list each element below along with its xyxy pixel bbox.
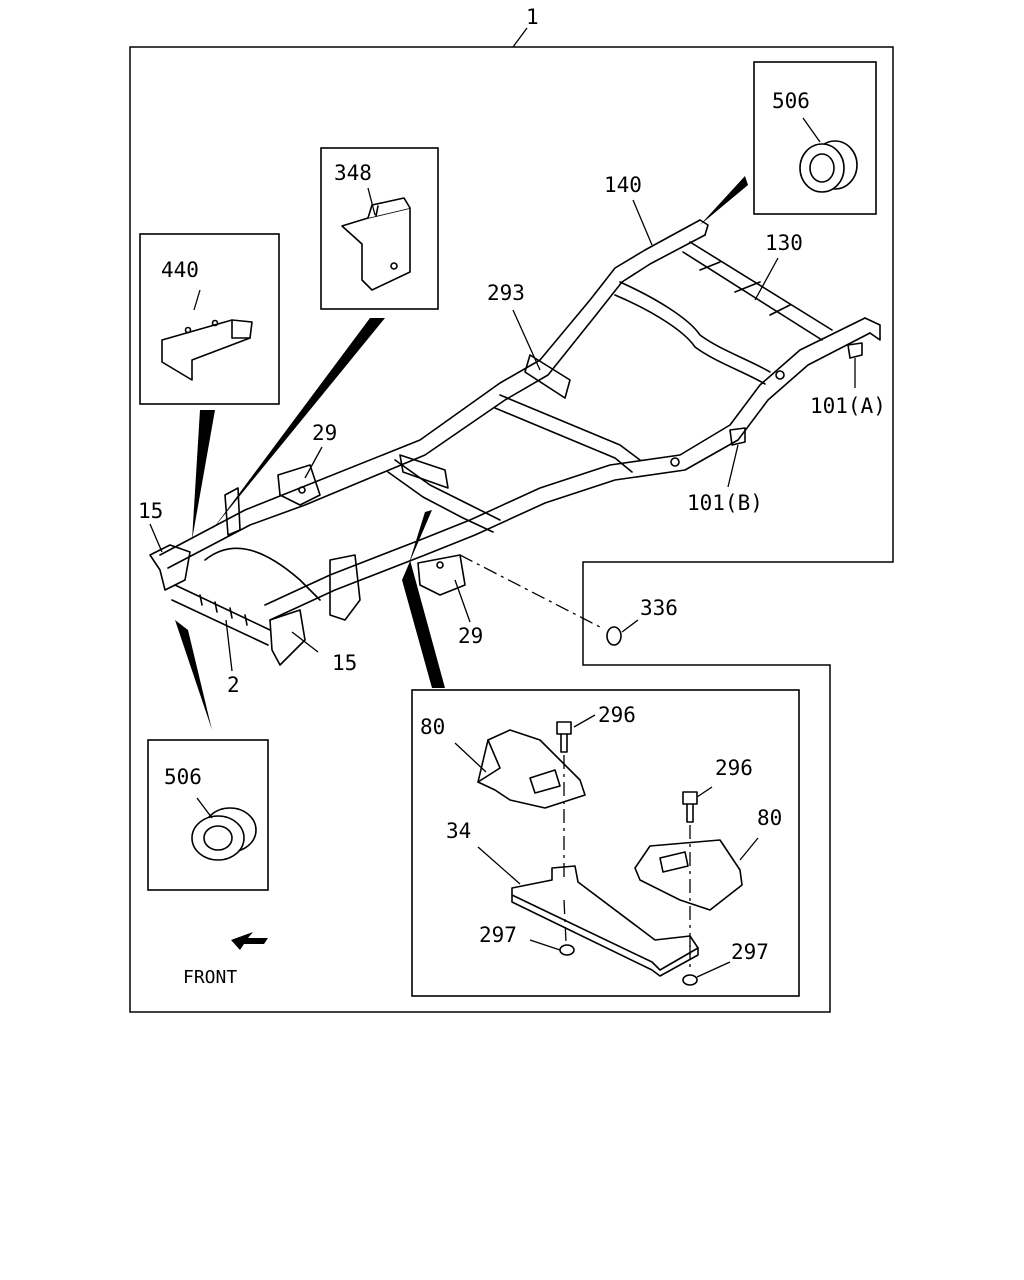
assembly-boundary — [129, 46, 894, 1013]
callout-140: 140 — [604, 173, 642, 197]
callout-101b: 101(B) — [687, 491, 763, 515]
callout-297-right: 297 — [731, 940, 769, 964]
callout-15-left: 15 — [138, 499, 163, 523]
plate-icon — [511, 865, 699, 977]
pointer-wedge-506-top — [700, 176, 748, 225]
callout-440: 440 — [161, 258, 199, 282]
callout-80-left: 80 — [420, 715, 445, 739]
inset-440 — [139, 233, 280, 405]
bracket-440-icon — [161, 319, 253, 381]
callout-15-right: 15 — [332, 651, 357, 675]
callout-297-left: 297 — [479, 923, 517, 947]
chassis-frame — [149, 219, 881, 666]
callout-293: 293 — [487, 281, 525, 305]
callout-2: 2 — [227, 673, 240, 697]
pointer-wedge-348 — [212, 318, 385, 530]
callout-348: 348 — [334, 161, 372, 185]
insulator-icon-bottom — [191, 807, 257, 861]
callout-29-rear: 29 — [312, 421, 337, 445]
pointer-wedge-440 — [192, 410, 215, 540]
plug-centerline — [459, 554, 601, 628]
mount-left-icon — [477, 729, 586, 809]
callout-101a: 101(A) — [810, 394, 886, 418]
callout-296-right: 296 — [715, 756, 753, 780]
callout-29-front: 29 — [458, 624, 483, 648]
callout-336: 336 — [640, 596, 678, 620]
callout-80-right: 80 — [757, 806, 782, 830]
nut-left-icon — [559, 944, 575, 956]
callout-130: 130 — [765, 231, 803, 255]
callout-296-left: 296 — [598, 703, 636, 727]
callout-506-bottom: 506 — [164, 765, 202, 789]
callout-34: 34 — [446, 819, 471, 843]
inset-detail — [411, 689, 800, 997]
nut-right-icon — [682, 974, 698, 986]
front-direction-label: FRONT — [183, 967, 237, 988]
front-arrow-icon — [231, 932, 268, 950]
bolt-right-icon — [682, 791, 698, 823]
callout-506-top: 506 — [772, 89, 810, 113]
pointer-wedge-506-bottom — [175, 620, 212, 730]
insulator-icon-top — [799, 140, 858, 193]
callout-1: 1 — [526, 5, 539, 29]
pointer-wedge-detail — [402, 510, 445, 688]
bracket-348-icon — [341, 197, 411, 291]
plug-336-icon — [606, 626, 622, 646]
bolt-left-icon — [556, 721, 572, 753]
mount-right-icon — [634, 839, 743, 911]
